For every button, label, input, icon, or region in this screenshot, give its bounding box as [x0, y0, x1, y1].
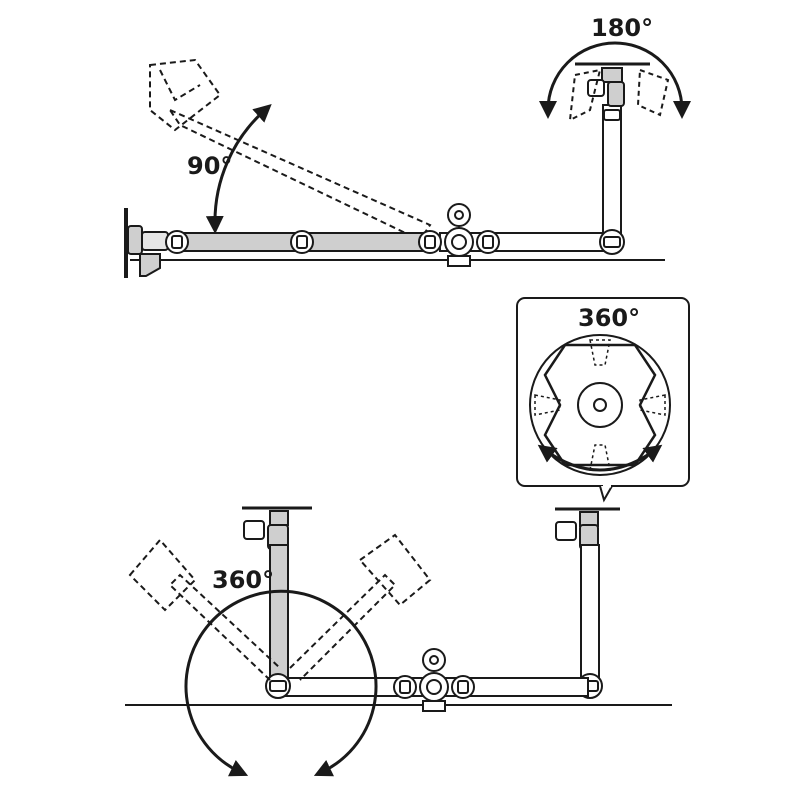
top-horizontal-arm: [165, 230, 611, 254]
top-center-hub: [444, 203, 474, 267]
label-angle-swivel: 180°: [591, 14, 654, 42]
top-assembly: [124, 41, 691, 278]
label-angle-rotate-plate: 360°: [578, 304, 641, 332]
plate-callout: [516, 297, 690, 503]
wall-clamp: [124, 208, 169, 278]
label-angle-tilt: 90°: [187, 152, 233, 180]
top-vertical-arm: [599, 104, 625, 255]
swivel-180-arrow: [539, 41, 691, 119]
tilt-90-arrow: [205, 103, 272, 234]
label-angle-rotate-arm: 360°: [212, 566, 275, 594]
bottom-right-arm: [555, 507, 620, 699]
bottom-left-arm: [128, 506, 432, 699]
bottom-assembly: [125, 297, 690, 777]
bottom-horizontal-arm: [282, 648, 589, 712]
rotate-arm-360-arrow: [184, 589, 378, 777]
